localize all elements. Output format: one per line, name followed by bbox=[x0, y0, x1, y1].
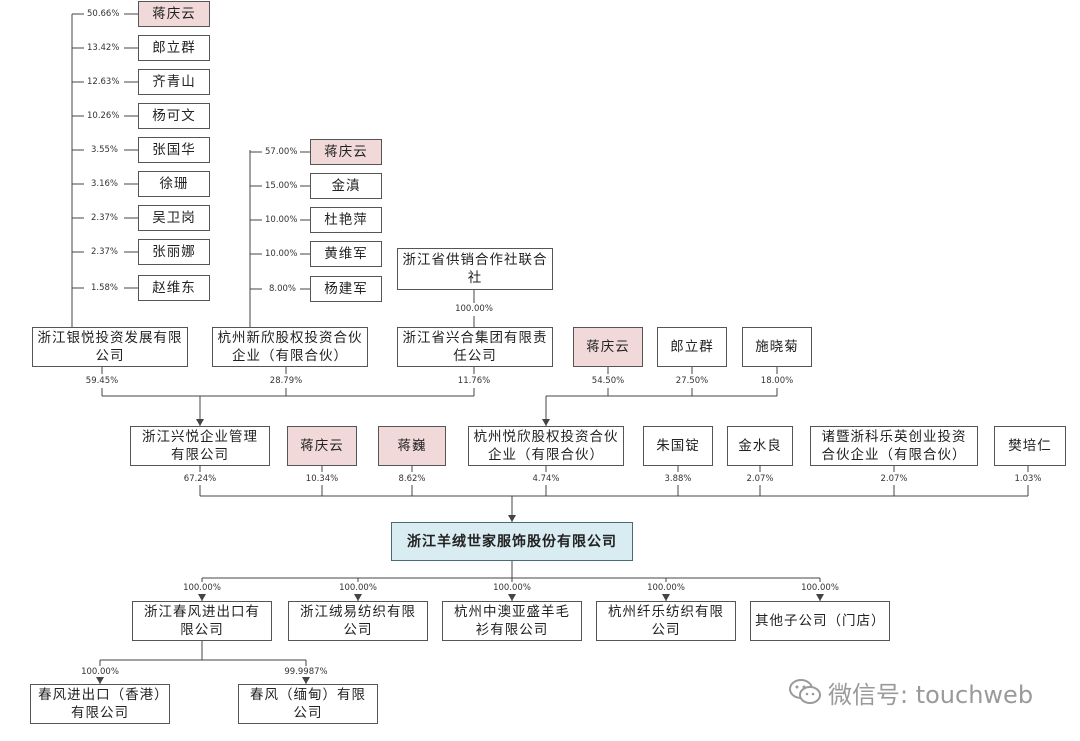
pct-label: 50.66% bbox=[86, 9, 121, 19]
subsidiary-box: 杭州中澳亚盛羊毛衫有限公司 bbox=[442, 601, 582, 641]
pct-label: 67.24% bbox=[182, 474, 218, 484]
shareholder-box: 赵维东 bbox=[138, 275, 210, 301]
pct-label: 100.00% bbox=[80, 667, 120, 677]
shareholder-box: 蒋庆云 bbox=[138, 1, 210, 27]
pct-label: 3.16% bbox=[90, 179, 120, 189]
direct-shareholder-box: 樊培仁 bbox=[994, 426, 1066, 466]
pct-label: 57.00% bbox=[264, 147, 299, 157]
pct-label: 2.07% bbox=[879, 474, 909, 484]
pct-label: 54.50% bbox=[590, 376, 626, 386]
partner-box: 郎立群 bbox=[657, 327, 727, 367]
pct-label: 1.58% bbox=[90, 283, 120, 293]
shareholder-box: 杜艳萍 bbox=[310, 207, 382, 233]
shareholder-box: 张国华 bbox=[138, 137, 210, 163]
shareholder-box: 金滇 bbox=[310, 173, 382, 199]
pct-label: 2.37% bbox=[90, 213, 120, 223]
direct-shareholder-box: 浙江兴悦企业管理有限公司 bbox=[130, 426, 270, 466]
pct-label: 100.00% bbox=[454, 304, 494, 314]
pct-label: 12.63% bbox=[86, 77, 121, 87]
pct-label: 18.00% bbox=[759, 376, 795, 386]
pct-label: 11.76% bbox=[456, 376, 492, 386]
shareholder-box: 张丽娜 bbox=[138, 239, 210, 265]
watermark-text: 微信号: touchweb bbox=[828, 680, 1034, 709]
direct-shareholder-box: 朱国锭 bbox=[643, 426, 713, 466]
pct-label: 4.74% bbox=[531, 474, 561, 484]
wechat-icon bbox=[789, 679, 821, 704]
subsidiary-box: 浙江春风进出口有限公司 bbox=[132, 601, 272, 641]
direct-shareholder-box: 蒋庆云 bbox=[287, 426, 357, 466]
coop-union-box: 浙江省供销合作社联合社 bbox=[397, 248, 553, 290]
pct-label: 2.37% bbox=[90, 247, 120, 257]
pct-label: 3.55% bbox=[90, 145, 120, 155]
pct-label: 3.88% bbox=[663, 474, 693, 484]
shareholder-box: 吴卫岗 bbox=[138, 205, 210, 231]
pct-label: 1.03% bbox=[1013, 474, 1043, 484]
shareholder-box: 齐青山 bbox=[138, 69, 210, 95]
pct-label: 100.00% bbox=[338, 583, 378, 593]
pct-label: 100.00% bbox=[800, 583, 840, 593]
shareholder-box: 郎立群 bbox=[138, 35, 210, 61]
direct-shareholder-box: 金水良 bbox=[727, 426, 793, 466]
pct-label: 8.62% bbox=[397, 474, 427, 484]
direct-shareholder-box: 杭州悦欣股权投资合伙企业（有限合伙） bbox=[468, 426, 624, 466]
pct-label: 13.42% bbox=[86, 43, 121, 53]
grand-subsidiary-box: 春风进出口（香港）有限公司 bbox=[30, 684, 170, 724]
shareholder-box: 杨建军 bbox=[310, 276, 382, 302]
watermark: 微信号: touchweb bbox=[788, 672, 1058, 712]
pct-label: 10.34% bbox=[304, 474, 340, 484]
pct-label: 100.00% bbox=[646, 583, 686, 593]
holding-company-box: 杭州新欣股权投资合伙企业（有限合伙） bbox=[212, 327, 368, 367]
holding-company-box: 浙江省兴合集团有限责任公司 bbox=[397, 327, 553, 367]
direct-shareholder-box: 诸暨浙科乐英创业投资合伙企业（有限合伙） bbox=[810, 426, 978, 466]
pct-label: 27.50% bbox=[674, 376, 710, 386]
shareholder-box: 黄维军 bbox=[310, 241, 382, 267]
pct-label: 100.00% bbox=[182, 583, 222, 593]
shareholder-box: 徐珊 bbox=[138, 171, 210, 197]
pct-label: 10.00% bbox=[264, 215, 299, 225]
direct-shareholder-box: 蒋巍 bbox=[378, 426, 446, 466]
pct-label: 10.00% bbox=[264, 249, 299, 259]
shareholder-box: 杨可文 bbox=[138, 103, 210, 129]
pct-label: 2.07% bbox=[745, 474, 775, 484]
subsidiary-box: 浙江绒易纺织有限公司 bbox=[288, 601, 428, 641]
pct-label: 100.00% bbox=[492, 583, 532, 593]
holding-company-box: 浙江银悦投资发展有限公司 bbox=[32, 327, 188, 367]
pct-label: 59.45% bbox=[84, 376, 120, 386]
pct-label: 15.00% bbox=[264, 181, 299, 191]
main-company-box: 浙江羊绒世家服饰股份有限公司 bbox=[391, 522, 633, 561]
subsidiary-box: 杭州纤乐纺织有限公司 bbox=[596, 601, 736, 641]
pct-label: 99.9987% bbox=[283, 667, 329, 677]
subsidiary-box: 其他子公司（门店） bbox=[750, 601, 890, 641]
pct-label: 10.26% bbox=[86, 111, 121, 121]
grand-subsidiary-box: 春风（缅甸）有限公司 bbox=[238, 684, 378, 724]
partner-box: 蒋庆云 bbox=[573, 327, 643, 367]
shareholder-box: 蒋庆云 bbox=[310, 139, 382, 165]
pct-label: 28.79% bbox=[268, 376, 304, 386]
pct-label: 8.00% bbox=[268, 284, 298, 294]
partner-box: 施晓菊 bbox=[742, 327, 812, 367]
